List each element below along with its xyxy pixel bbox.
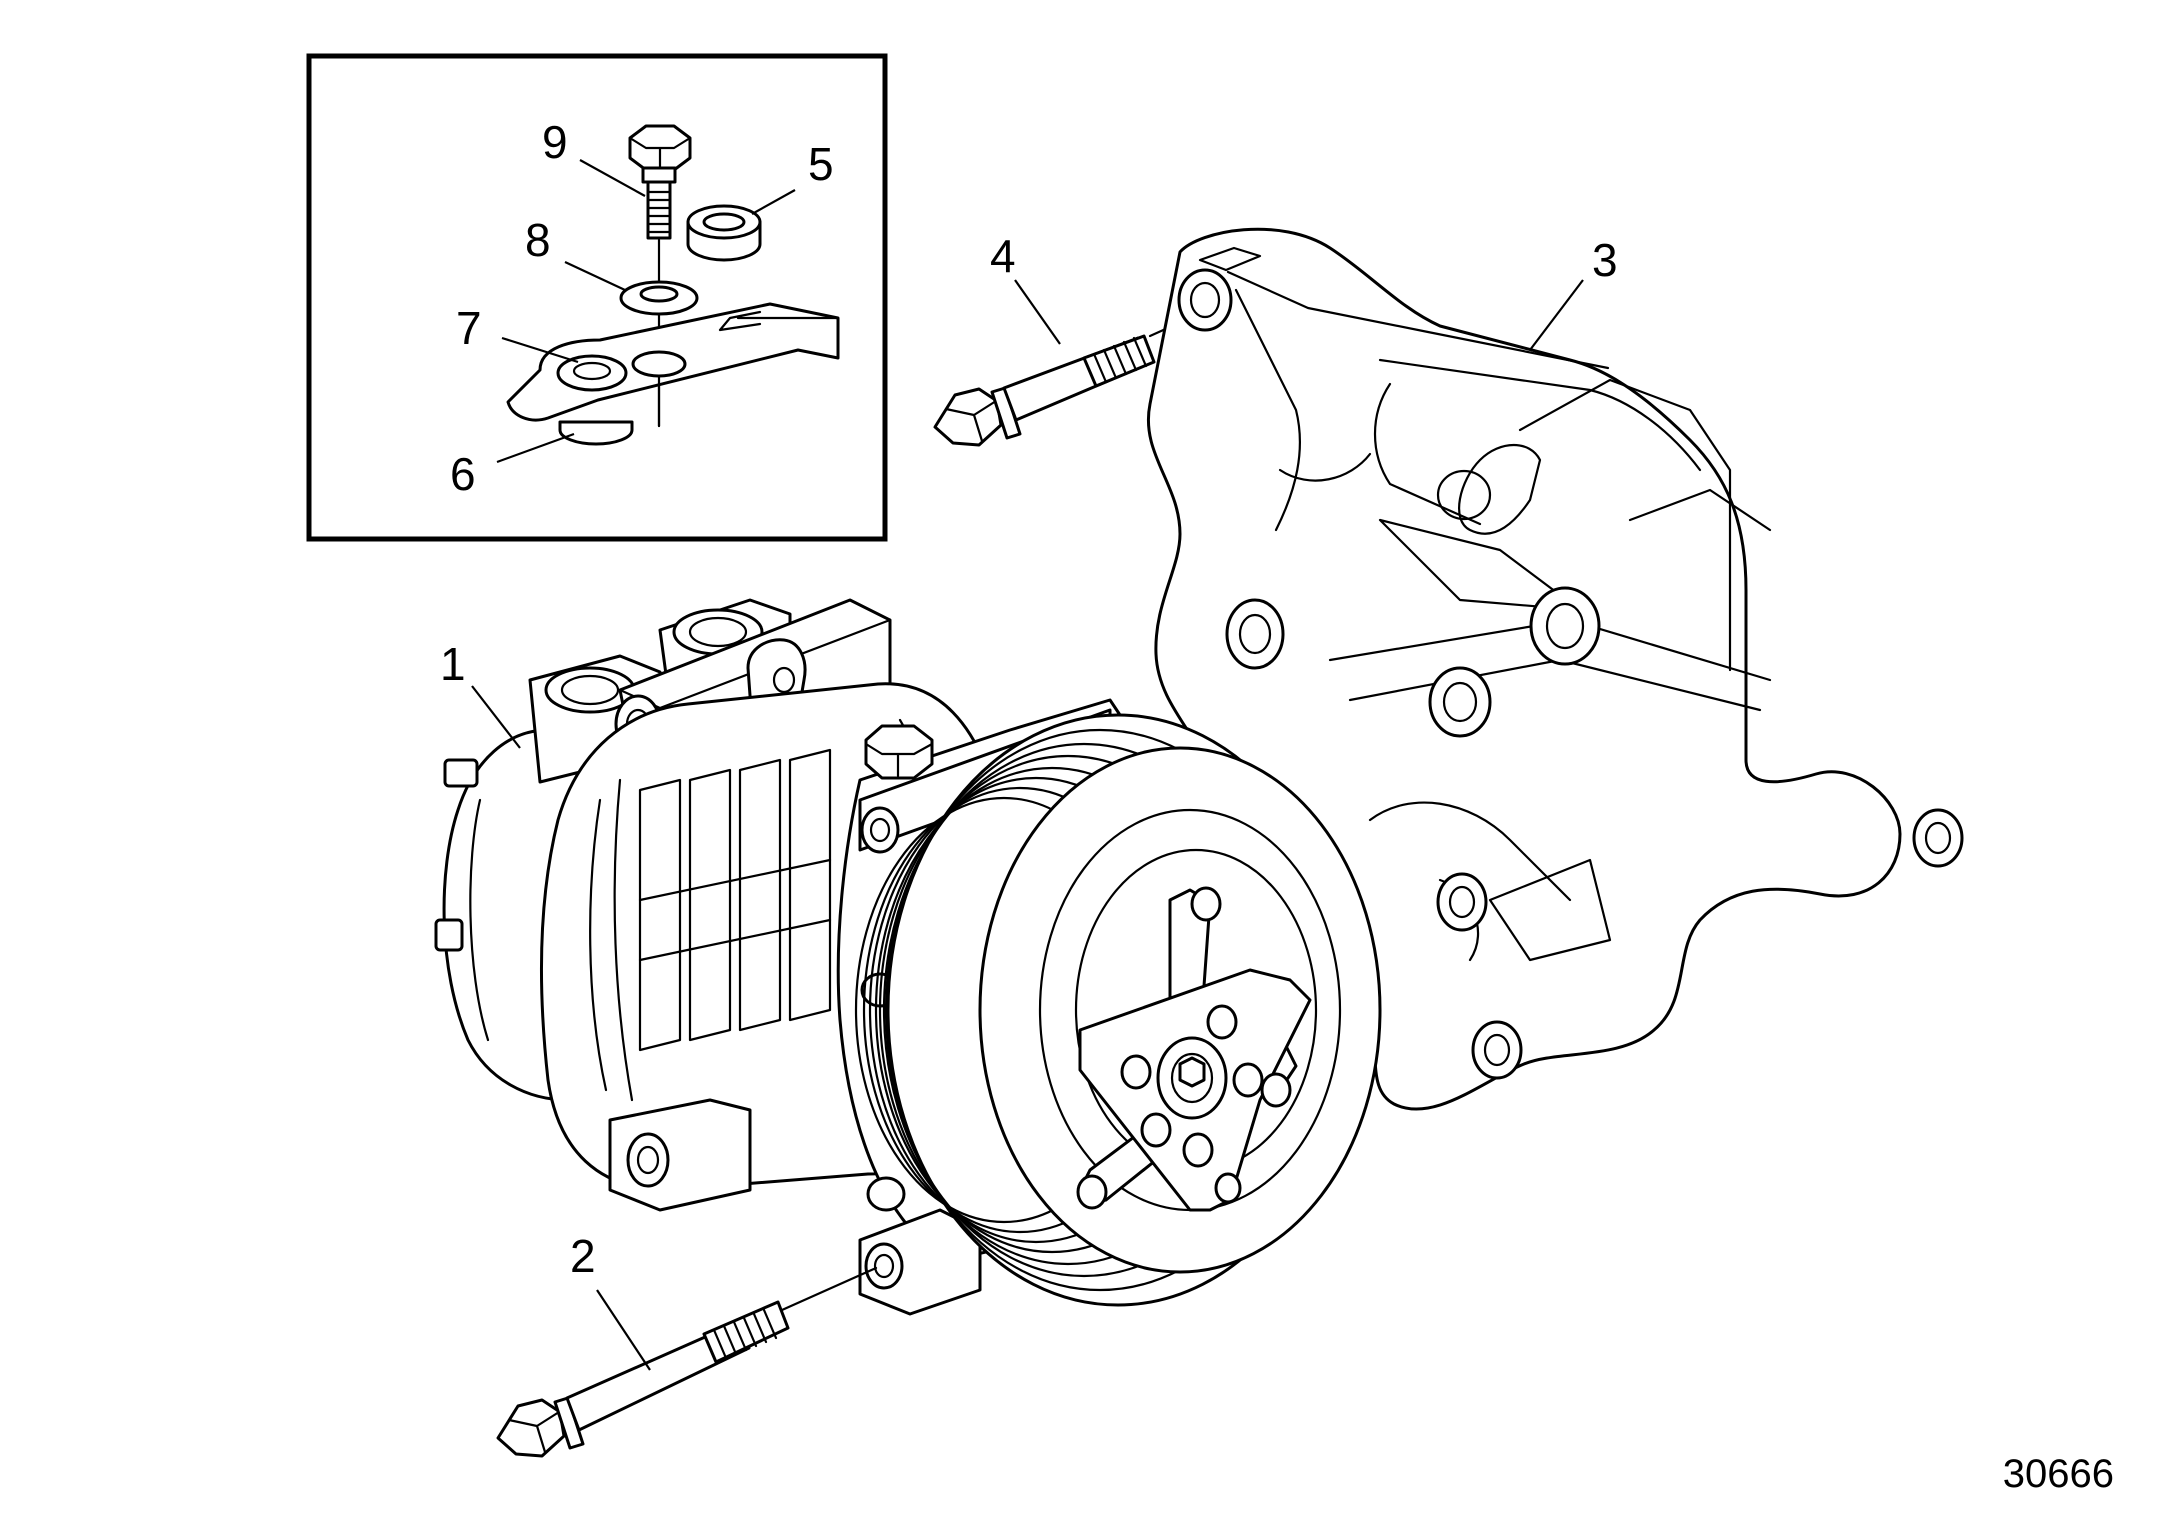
leader-1 (471, 685, 521, 749)
leader-9 (579, 159, 646, 197)
part-6-seal (558, 420, 634, 446)
part-2-bolt (496, 1266, 878, 1458)
leader-4 (1014, 279, 1061, 345)
leader-3 (1529, 279, 1584, 351)
figure-number: 30666 (2003, 1452, 2114, 1496)
callout-3: 3 (1592, 234, 1618, 286)
callout-1: 1 (440, 638, 466, 690)
part-8-washer (619, 280, 699, 316)
callout-7: 7 (456, 302, 482, 354)
callout-2: 2 (570, 1230, 596, 1282)
part-5-sleeve (686, 204, 762, 262)
leader-7 (501, 336, 579, 364)
callout-4: 4 (990, 230, 1016, 282)
leader-6 (496, 432, 575, 464)
inset-frame (306, 53, 888, 542)
leader-2 (596, 1289, 651, 1371)
callout-8: 8 (525, 214, 551, 266)
part-7-bracket-plate (506, 302, 840, 428)
leader-8 (564, 261, 626, 291)
callout-5: 5 (808, 138, 834, 190)
callout-6: 6 (450, 448, 476, 500)
inset-detail (306, 53, 888, 542)
part-4-bolt (933, 316, 1192, 447)
leader-5 (751, 189, 796, 215)
compressor-pulley (854, 713, 1382, 1307)
callout-9: 9 (542, 116, 568, 168)
